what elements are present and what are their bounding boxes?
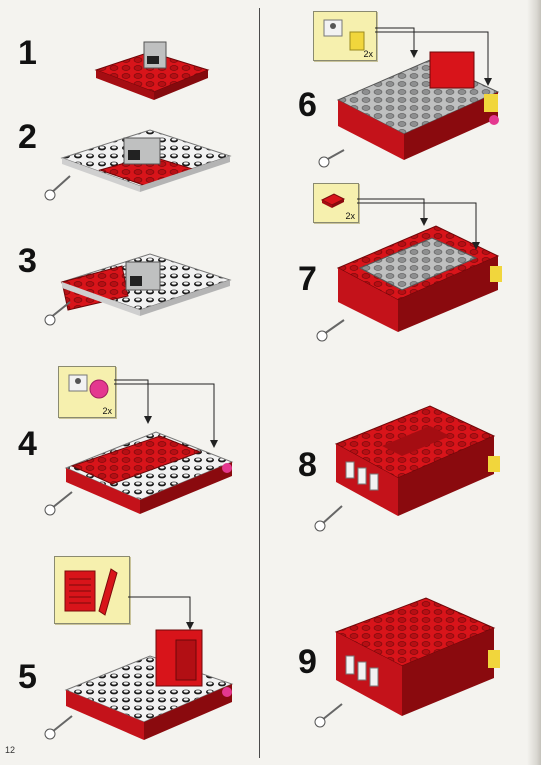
door-window-icon xyxy=(64,568,118,616)
step-6-parts-callout: 2x xyxy=(313,11,377,61)
step-number-2: 2 xyxy=(18,118,37,156)
step-2-model xyxy=(44,129,232,201)
step-5-model xyxy=(44,596,234,740)
step-number-3: 3 xyxy=(18,242,37,280)
step-number-4: 4 xyxy=(18,425,37,463)
column-divider xyxy=(259,8,260,758)
page-number: 12 xyxy=(5,745,16,755)
step-number-5: 5 xyxy=(18,658,37,696)
step-9-model xyxy=(314,597,500,728)
step-3-model xyxy=(44,253,232,326)
step-number-1: 1 xyxy=(18,34,37,72)
step-4-model xyxy=(44,379,234,516)
callout-quantity: 2x xyxy=(102,406,112,416)
yellow-clip-brick-icon xyxy=(323,19,365,51)
step-number-7: 7 xyxy=(298,260,317,298)
step-7-model xyxy=(316,198,502,342)
step-number-9: 9 xyxy=(298,643,317,681)
red-plate-icon xyxy=(320,193,346,208)
step-7-parts-callout: 2x xyxy=(313,183,359,223)
step-number-6: 6 xyxy=(298,86,317,124)
step-5-parts-callout xyxy=(54,556,130,624)
white-clip-brick-icon xyxy=(68,374,109,399)
step-8-model xyxy=(314,405,500,532)
step-6-model xyxy=(318,27,500,168)
callout-quantity: 2x xyxy=(363,49,373,59)
step-1-model xyxy=(94,41,210,100)
step-4-parts-callout: 2x xyxy=(58,366,116,418)
page-edge xyxy=(527,0,541,765)
callout-quantity: 2x xyxy=(345,211,355,221)
step-number-8: 8 xyxy=(298,446,317,484)
